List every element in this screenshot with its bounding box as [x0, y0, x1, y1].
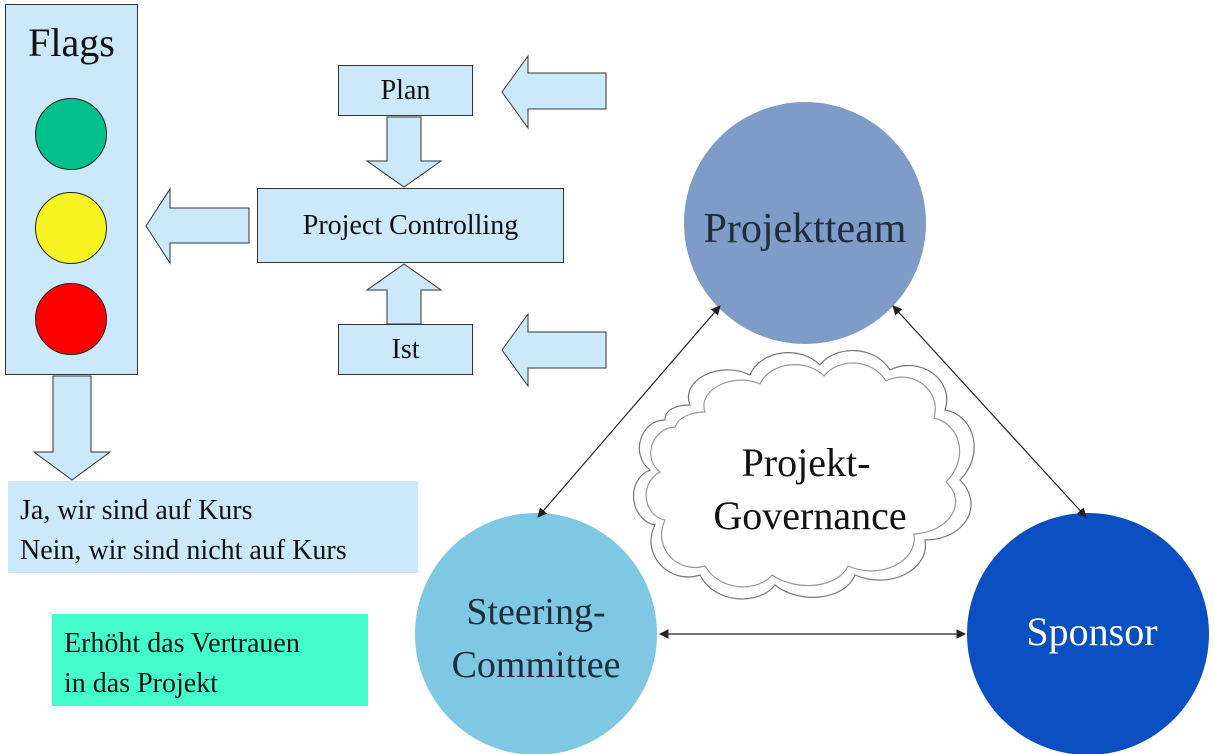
green-light	[35, 98, 107, 170]
down-arrow-flags-to-answers	[32, 375, 112, 481]
projektteam-node	[684, 102, 926, 344]
trust-box: Erhöht das Vertrauen in das Projekt	[52, 614, 368, 706]
ist-box: Ist	[338, 324, 473, 375]
connector-projektteam-sponsor	[892, 305, 1087, 518]
projektteam-label: Projektteam	[704, 206, 907, 252]
left-arrow-into-plan	[501, 54, 607, 130]
flags-panel: Flags	[5, 4, 138, 375]
answers-box: Ja, wir sind auf Kurs Nein, wir sind nic…	[8, 481, 418, 573]
steering-label-line2: Committee	[452, 644, 621, 686]
flags-title: Flags	[28, 20, 115, 65]
trust-line2: in das Projekt	[64, 668, 218, 699]
plan-box: Plan	[338, 65, 473, 116]
steering-label-line1: Steering-	[466, 591, 605, 633]
plan-label: Plan	[380, 74, 431, 106]
ist-label: Ist	[391, 333, 420, 365]
left-arrow-into-ist	[501, 312, 607, 388]
answer-no: Nein, wir sind nicht auf Kurs	[20, 535, 347, 566]
steering-committee-node	[415, 513, 657, 754]
project-controlling-label: Project Controlling	[302, 209, 519, 241]
connector-projektteam-steering	[537, 305, 721, 518]
yellow-light	[35, 192, 107, 264]
project-controlling-box: Project Controlling	[257, 188, 564, 263]
sponsor-node	[967, 513, 1209, 754]
sponsor-label: Sponsor	[1026, 609, 1157, 654]
left-arrow-controlling-to-flags	[145, 187, 250, 265]
up-arrow-ist-to-controlling	[365, 263, 443, 325]
cloud-label-line2: Governance	[713, 493, 906, 538]
cloud-label-line1: Projekt-	[742, 440, 871, 485]
red-light	[35, 283, 107, 355]
answer-yes: Ja, wir sind auf Kurs	[20, 495, 253, 526]
trust-line1: Erhöht das Vertrauen	[64, 628, 300, 659]
down-arrow-plan-to-controlling	[365, 116, 443, 188]
